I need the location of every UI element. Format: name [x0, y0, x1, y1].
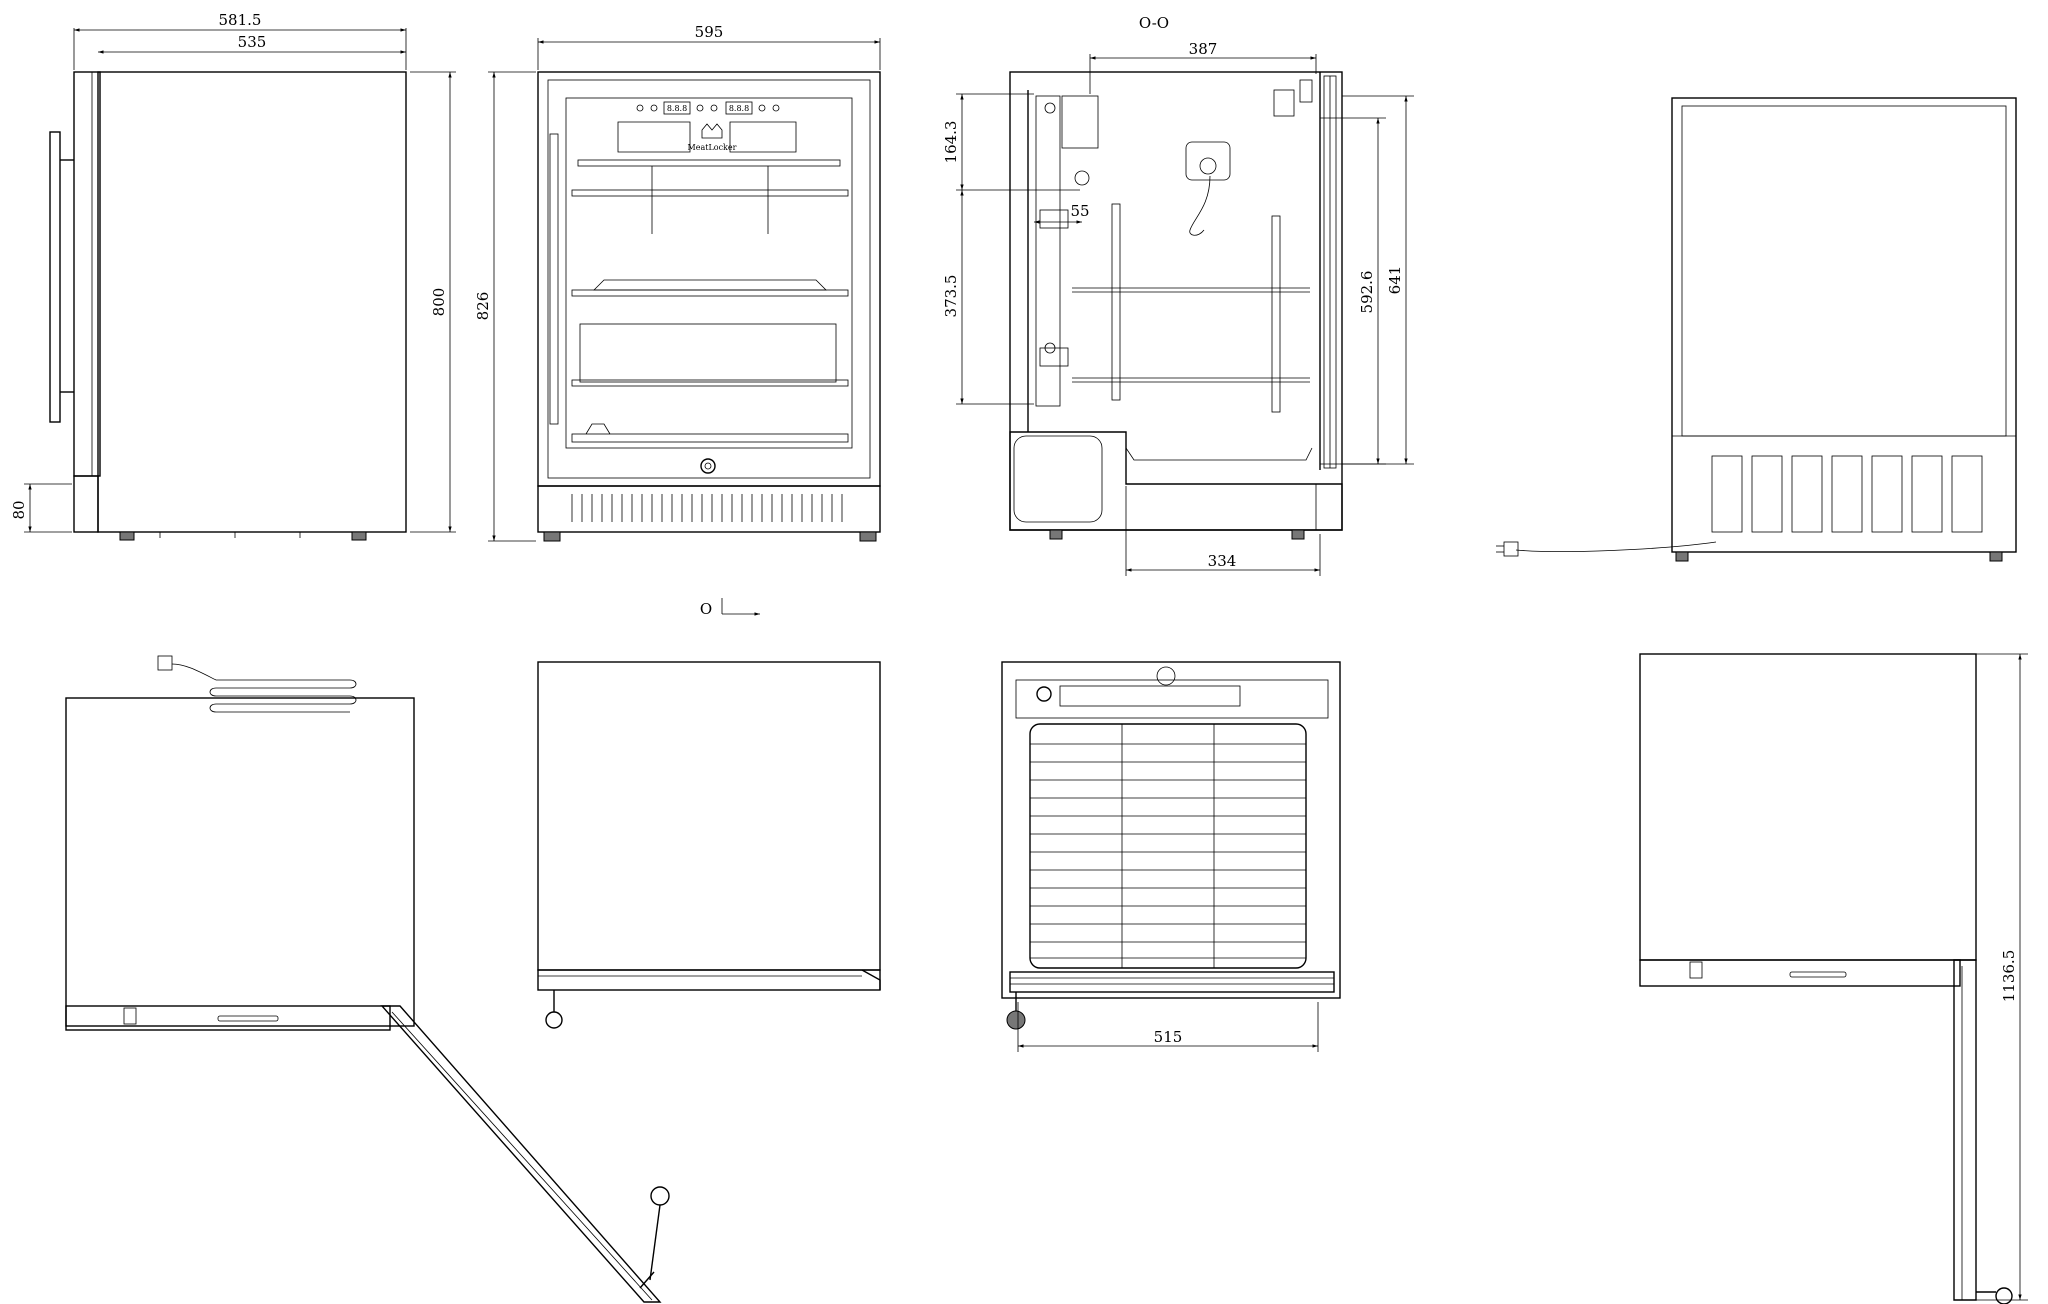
- foot: [1291, 529, 1305, 540]
- shelf-upright-left: [1111, 203, 1121, 401]
- foot: [1989, 551, 2003, 562]
- wire-shelf: [1029, 723, 1307, 969]
- foot: [119, 531, 135, 541]
- salt-tray-handle: [585, 423, 611, 435]
- top-view-door-open: [65, 655, 670, 1303]
- plan-outline: [1001, 661, 1341, 999]
- vent-slots: [571, 494, 843, 522]
- glass-pane: [565, 97, 853, 449]
- side-body: [97, 71, 407, 533]
- brand-label: MeatLocker: [688, 143, 737, 152]
- side-kick-plate: [73, 475, 99, 533]
- top-body-right: [1639, 653, 1977, 961]
- perforated-shelf: [579, 323, 837, 383]
- front-view: 8.8.8 8.8.8 MeatLocker: [474, 23, 881, 542]
- plan-door-seal: [1009, 971, 1335, 993]
- dim-side-height: 800: [430, 288, 448, 317]
- brand-logo-icon: [701, 123, 723, 139]
- open-door-vertical: [1953, 959, 1977, 1301]
- handle-knob: [1006, 1010, 1026, 1030]
- temperature-display-left: [663, 101, 691, 115]
- bottom-tray: [571, 433, 849, 443]
- open-door-angled: [380, 1005, 662, 1303]
- dim-front-height: 826: [474, 292, 492, 321]
- control-panel: 8.8.8 8.8.8 MeatLocker: [617, 101, 797, 153]
- dim-door-open-depth: 1136.5: [2000, 950, 2018, 1003]
- door-lock-icon[interactable]: [700, 458, 716, 474]
- top-door-hinge-bar: [65, 1005, 391, 1031]
- side-view: 581.5 535 800 80: [10, 11, 456, 541]
- foot: [543, 531, 561, 542]
- top-view-door-90: 1136.5: [1639, 653, 2028, 1304]
- upper-rack: [571, 189, 849, 197]
- foot: [859, 531, 877, 542]
- dim-side-depth-body: 535: [238, 33, 267, 51]
- display-right-readout: 8.8.8: [729, 104, 749, 113]
- power-plug-icon: [157, 655, 173, 671]
- section-title: O-O: [1139, 14, 1169, 32]
- top-door-hinge-bar: [1639, 959, 1961, 987]
- dim-section-total-height: 641: [1386, 266, 1404, 295]
- condenser-coil: [209, 679, 357, 713]
- plan-section: 515: [1001, 661, 1341, 1052]
- shelf-upright-right: [1271, 215, 1281, 413]
- front-vent-grille: [537, 485, 881, 533]
- dim-side-foot-height: 80: [10, 500, 28, 519]
- top-door-edge: [537, 969, 881, 991]
- dim-section-upper-height: 164.3: [942, 121, 960, 164]
- fan-grille-right: [729, 121, 797, 153]
- door-handle: [49, 131, 61, 423]
- section-bottom-tray: [1125, 447, 1313, 461]
- foot: [351, 531, 367, 541]
- top-panel: [537, 661, 881, 971]
- back-panel: [1671, 97, 2017, 553]
- fan-grille-left: [617, 121, 691, 153]
- fan-icon: [1156, 666, 1176, 686]
- handle-knob: [545, 1011, 563, 1029]
- meat-hook-icon: [1189, 175, 1211, 236]
- front-door-handle: [549, 133, 559, 425]
- front-door-frame: [537, 71, 881, 487]
- handle-knob: [650, 1186, 670, 1206]
- handle-knob: [1995, 1287, 2013, 1304]
- hanging-rail: [577, 159, 841, 167]
- dim-section-offset: 55: [1070, 202, 1089, 220]
- back-view: [1496, 97, 2017, 562]
- dim-section-inner-height: 592.6: [1358, 271, 1376, 314]
- temperature-display-right: [725, 101, 753, 115]
- dim-section-bottom-width: 334: [1208, 552, 1237, 570]
- section-mark-label: O: [700, 600, 712, 618]
- section-view: O-O: [942, 14, 1414, 576]
- dim-side-depth-total: 581.5: [219, 11, 262, 29]
- dim-section-top-width: 387: [1189, 40, 1218, 58]
- back-vent-grille: [1711, 455, 1983, 533]
- shelf-top: [593, 279, 827, 291]
- meat-hook-bracket: [1185, 141, 1231, 181]
- top-view-door-closed: [537, 661, 881, 1029]
- power-cord: [1515, 541, 1717, 552]
- compressor: [1013, 435, 1103, 523]
- dim-section-lower-height: 373.5: [942, 275, 960, 318]
- dim-open-door-width: 515: [1154, 1028, 1183, 1046]
- foot: [1675, 551, 1689, 562]
- dim-front-width: 595: [695, 23, 724, 41]
- power-plug-icon: [1503, 541, 1519, 557]
- top-body: [65, 697, 415, 1027]
- section-marker: O: [700, 598, 760, 618]
- foot: [1049, 529, 1063, 540]
- side-door-profile: [73, 71, 101, 477]
- display-left-readout: 8.8.8: [667, 104, 687, 113]
